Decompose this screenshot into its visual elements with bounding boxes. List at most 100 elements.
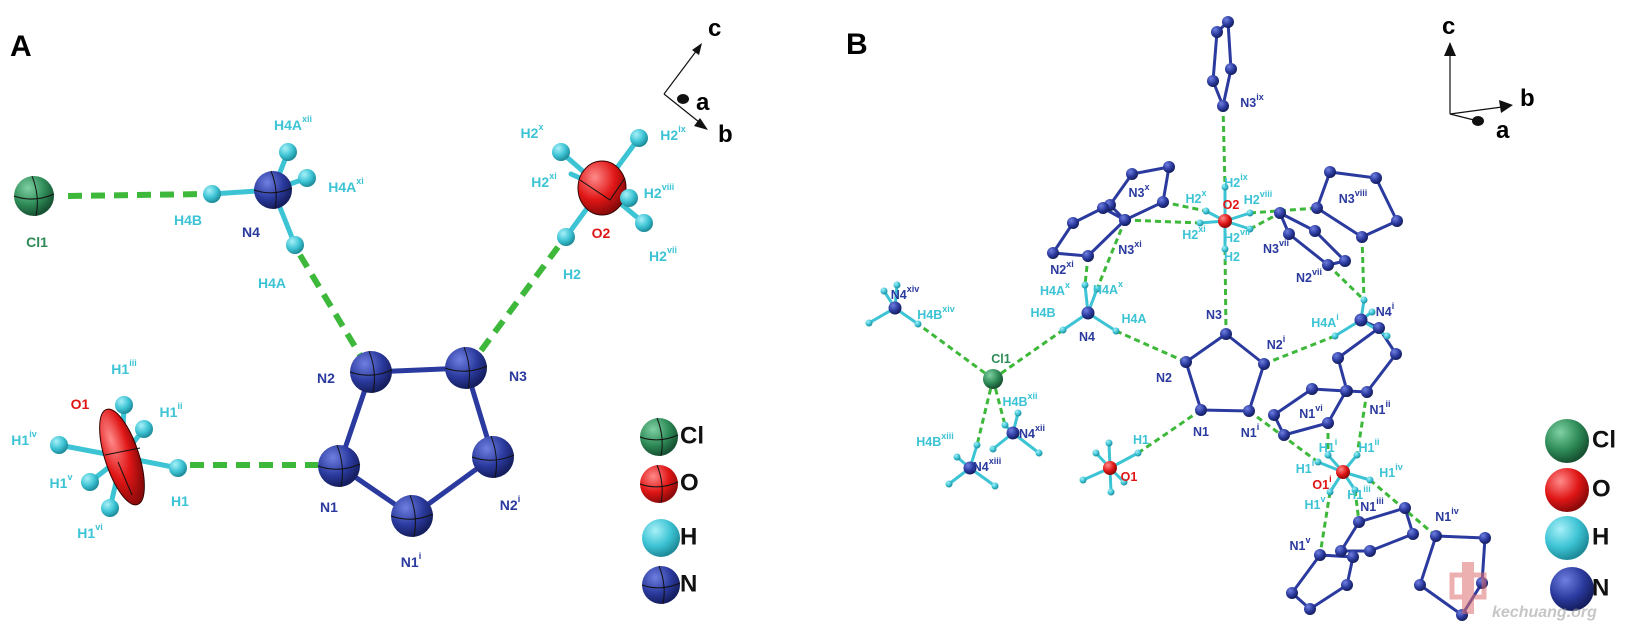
- atom-label-base: H4A: [1040, 284, 1065, 298]
- h-atom: [279, 143, 297, 161]
- atom-label-superscript: ii: [1374, 437, 1379, 447]
- h-atom: [1081, 281, 1089, 289]
- n-atom: [1274, 207, 1286, 219]
- atom-label-base: H4A: [328, 179, 356, 195]
- h-atom: [914, 320, 922, 328]
- atom-label: N2: [317, 370, 335, 386]
- atom-label: H4B: [1030, 306, 1055, 320]
- atom-label-superscript: xi: [1066, 259, 1074, 269]
- axis-b-arrow: [1449, 106, 1503, 115]
- atom-label-superscript: x: [538, 122, 543, 132]
- atom-label-superscript: xiii: [941, 431, 954, 441]
- atom-label-superscript: ix: [1240, 172, 1248, 182]
- n-atom: [1306, 383, 1318, 395]
- atom-label-superscript: xii: [1028, 391, 1038, 401]
- h-atom: [1202, 207, 1210, 215]
- h-atom: [1059, 326, 1067, 334]
- atom-label-base: H1: [11, 432, 29, 448]
- panel-a-axes-indicator: c a b: [663, 15, 733, 148]
- n-atom: [1347, 551, 1359, 563]
- atom-label-base: N1: [1370, 403, 1386, 417]
- atom-label: H2ix: [1224, 172, 1248, 190]
- n-atom: [1322, 417, 1334, 429]
- atom-label-base: H1: [171, 493, 189, 509]
- atom-label-superscript: ii: [177, 401, 182, 411]
- n-atom: [1217, 100, 1229, 112]
- atom-label-superscript: i: [419, 551, 422, 561]
- atom-label-base: N1: [1290, 539, 1306, 553]
- n-atom: [963, 461, 977, 475]
- atom-label-base: N1: [1435, 510, 1451, 524]
- atom-label: H4Axii: [274, 114, 312, 132]
- covalent-bond: [1184, 360, 1203, 412]
- axis-a-marker: [677, 94, 689, 104]
- atom-label-base: N1: [401, 554, 419, 570]
- h-atom: [557, 228, 575, 246]
- panel-a-letter: A: [10, 30, 32, 63]
- h-atom: [1331, 332, 1339, 340]
- atom-label: N3xi: [1118, 239, 1142, 257]
- legend-cl-sphere: [640, 418, 678, 456]
- covalent-bond: [1108, 172, 1134, 207]
- atom-label-base: H4A: [258, 275, 286, 291]
- hydrogen-bond: [917, 322, 994, 381]
- covalent-bond: [1336, 326, 1381, 360]
- atom-label: H1v: [50, 472, 73, 490]
- n-atom: [1163, 161, 1175, 173]
- h-atom: [135, 420, 153, 438]
- h-atom: [1112, 327, 1120, 335]
- covalent-bond: [1287, 232, 1330, 267]
- atom-label-base: N4: [891, 288, 907, 302]
- atom-label: N2i: [500, 494, 520, 512]
- h-atom: [1221, 245, 1229, 253]
- atom-label: O2: [592, 225, 611, 241]
- legend-label: Cl: [680, 422, 704, 449]
- atom-label-superscript: v: [1320, 494, 1325, 504]
- atom-label: N3: [1206, 308, 1222, 322]
- h-atom: [298, 169, 316, 187]
- atom-label-superscript: xiv: [942, 304, 955, 314]
- n-atom: [1341, 579, 1353, 591]
- n-atom: [1361, 386, 1373, 398]
- atom-label-base: N2: [1267, 338, 1283, 352]
- atom-label: O1i: [1312, 474, 1331, 492]
- covalent-bond: [1290, 553, 1322, 595]
- watermark-logo: [1462, 562, 1474, 614]
- atom-label-superscript: vii: [1240, 227, 1250, 237]
- atom-label-base: N3: [1118, 243, 1134, 257]
- covalent-bond: [1224, 332, 1266, 366]
- h-atom: [169, 459, 187, 477]
- atom-label-superscript: x: [1144, 182, 1149, 192]
- atom-label-base: H4A: [274, 117, 302, 133]
- atom-label-base: H1: [1347, 488, 1363, 502]
- atom-label: H2viii: [644, 182, 674, 200]
- atom-label: H1: [1133, 433, 1149, 447]
- covalent-bond: [1051, 221, 1075, 255]
- atom-label-base: H4B: [174, 212, 202, 228]
- n-atom: [1399, 502, 1411, 514]
- atom-label: H1iv: [11, 429, 36, 447]
- panel-a-structure: [13, 129, 653, 538]
- atom-label: H2ix: [660, 124, 685, 142]
- h-atom: [1107, 488, 1115, 496]
- atom-label: H1iii: [1347, 484, 1371, 502]
- atom-label: H2vii: [649, 245, 677, 263]
- h-atom: [1079, 476, 1087, 484]
- atom-label-base: N1: [1241, 426, 1257, 440]
- h-atom: [1368, 308, 1376, 316]
- axis-b-arrow: [663, 93, 705, 127]
- atom-label-superscript: vi: [1315, 403, 1323, 413]
- atom-label-superscript: viii: [1260, 189, 1273, 199]
- watermark: kechuang.org: [1449, 562, 1597, 621]
- atom-label: N1vi: [1299, 403, 1323, 421]
- atom-label: H1iii: [111, 358, 136, 376]
- cl-atom: [983, 369, 1003, 389]
- h-atom: [81, 473, 99, 491]
- atom-label-superscript: iii: [1363, 484, 1371, 494]
- n-atom: [1286, 587, 1298, 599]
- legend-label: H: [680, 523, 697, 550]
- h-atom: [953, 453, 961, 461]
- n-atom: [1314, 549, 1326, 561]
- n-atom: [1324, 166, 1336, 178]
- atom-label: N2xi: [1050, 259, 1074, 277]
